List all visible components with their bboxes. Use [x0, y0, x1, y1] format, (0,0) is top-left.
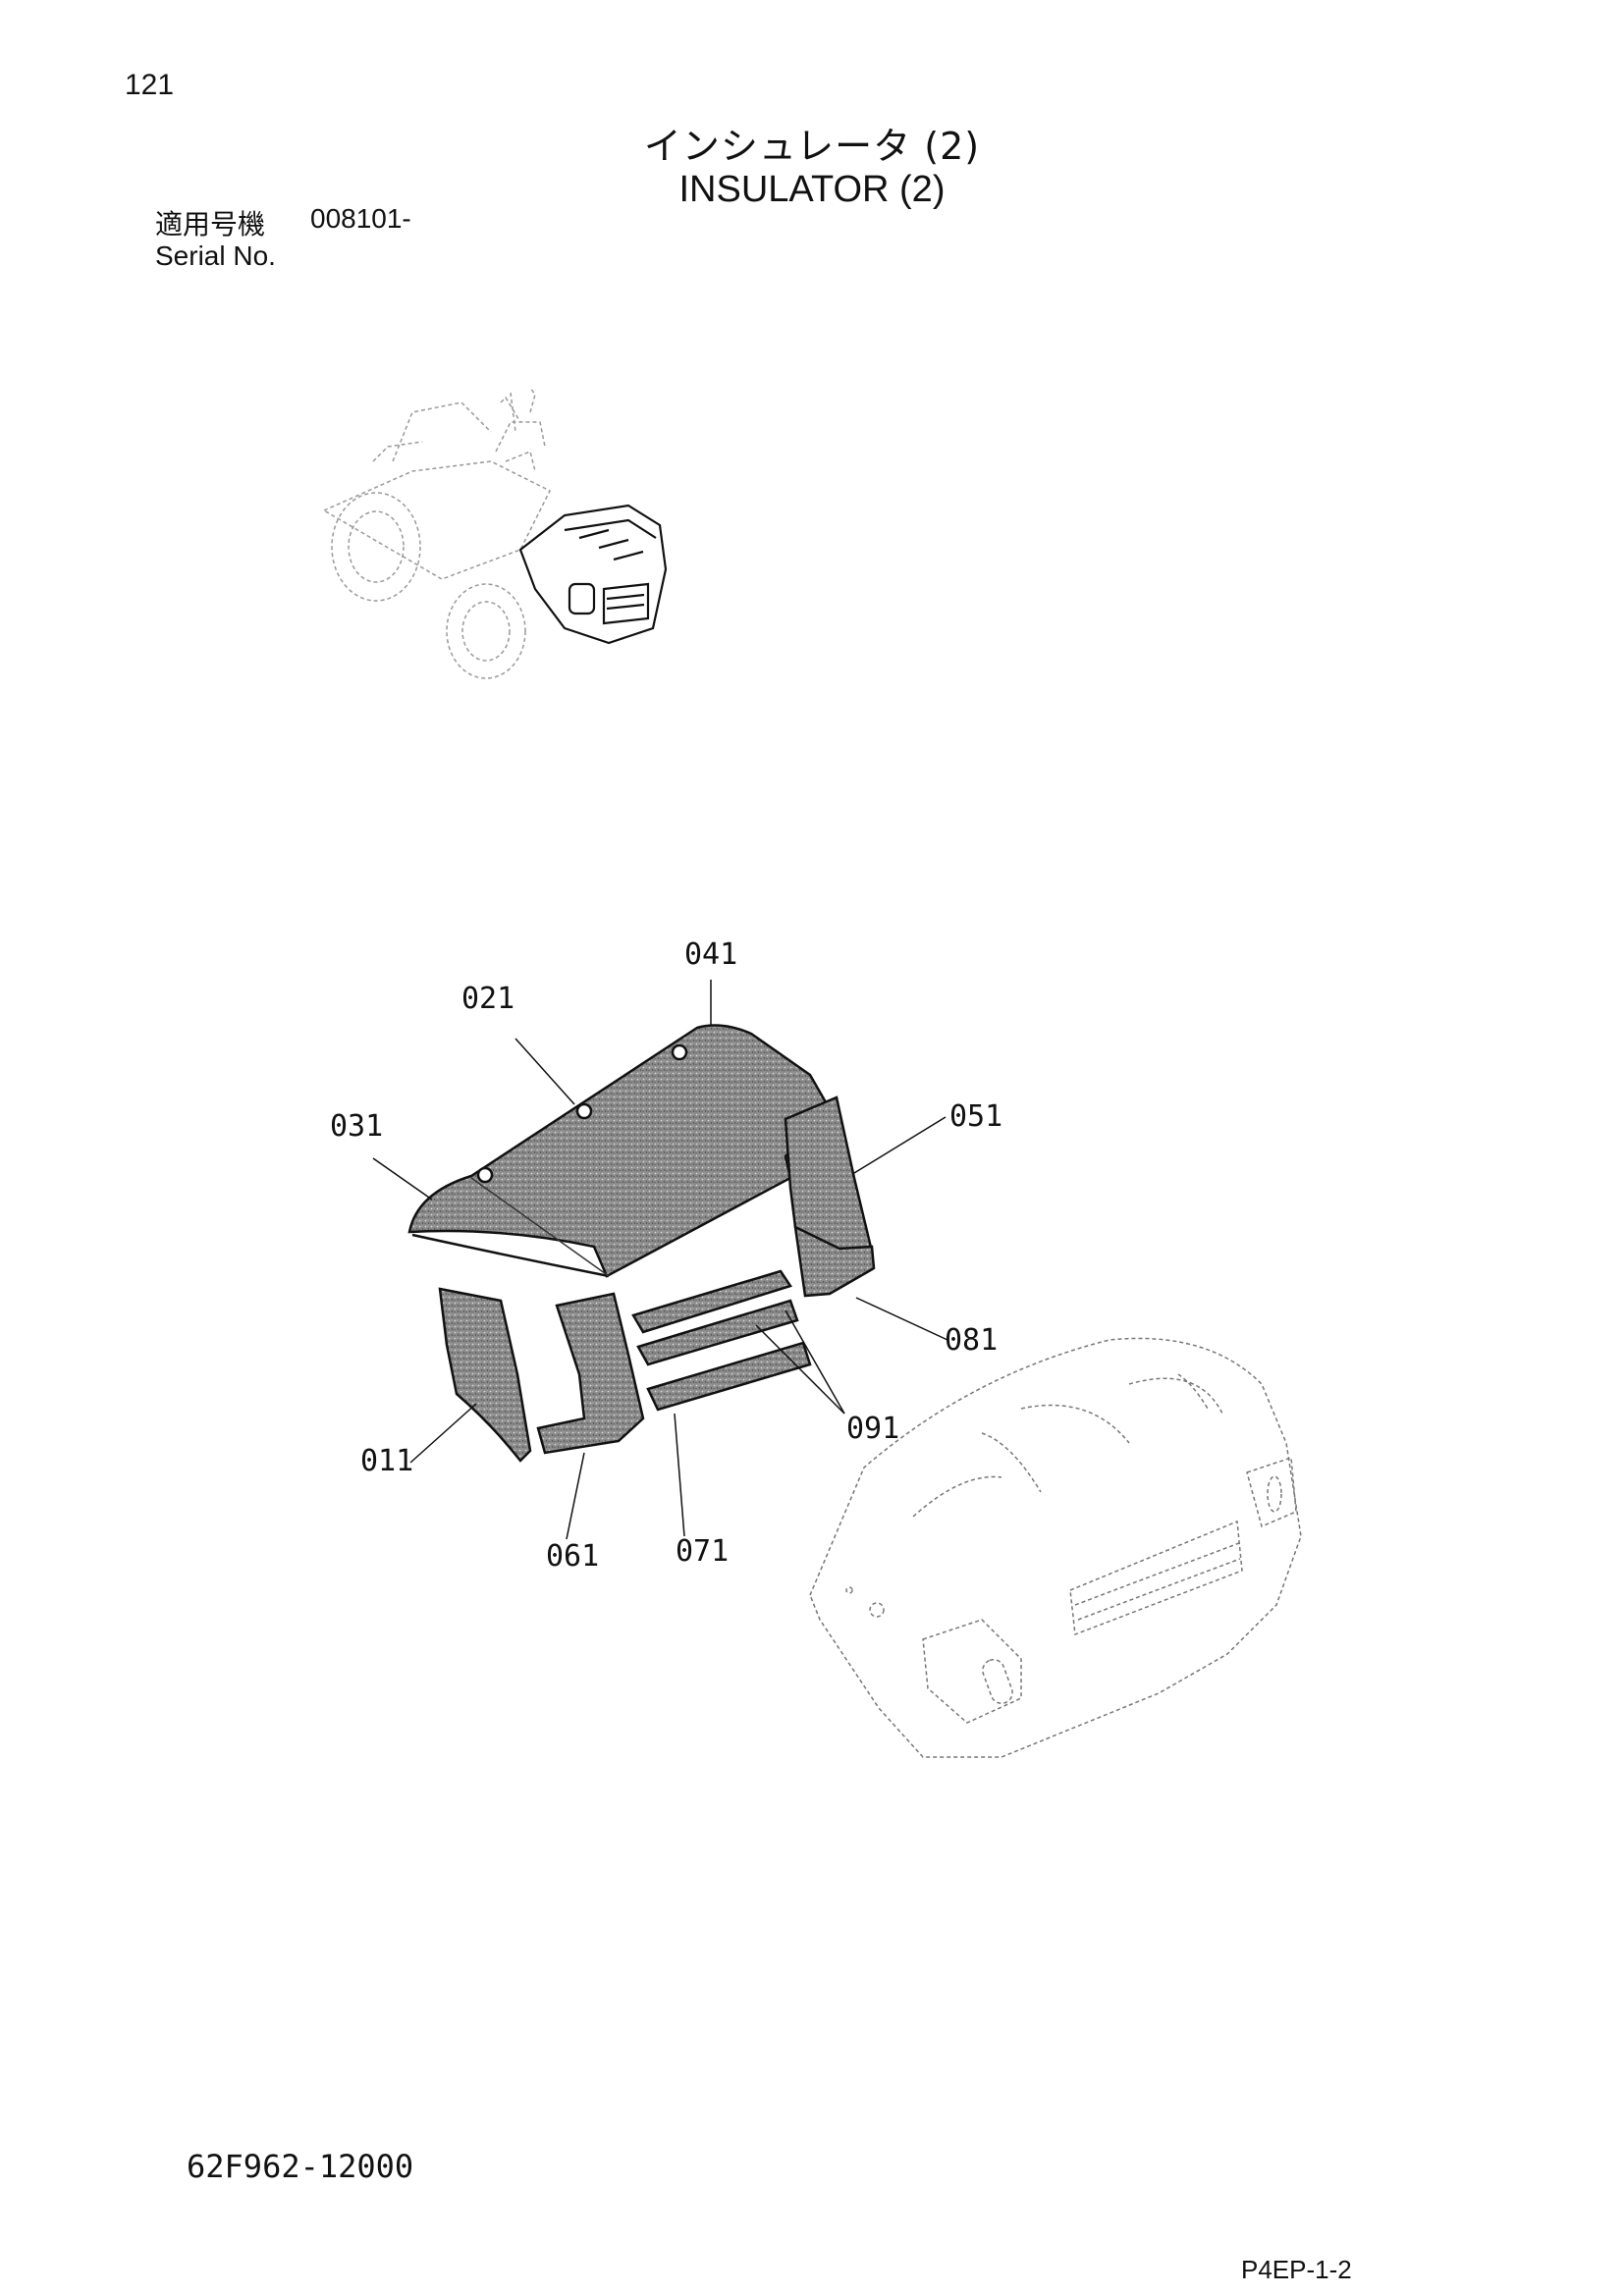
insulator-011-left [438, 1287, 532, 1463]
callout-041: 041 [684, 937, 737, 972]
callout-071: 071 [676, 1534, 729, 1569]
callout-021: 021 [461, 982, 514, 1016]
insulator-021-top [407, 1024, 832, 1278]
tractor-hood-highlight [518, 504, 668, 645]
serial-label-japanese: 適用号機 [155, 208, 266, 240]
callout-081: 081 [945, 1323, 998, 1358]
insulator-091-slat-upper [631, 1269, 792, 1334]
insulator-091-slat-middle [636, 1299, 799, 1366]
callout-061: 061 [546, 1539, 599, 1574]
part-code: 62F962-12000 [187, 2148, 414, 2185]
page-code: P4EP-1-2 [1241, 2255, 1352, 2284]
tractor-overview-illustration [322, 387, 552, 679]
hood-outline-illustration [809, 1337, 1302, 1758]
callout-031: 031 [330, 1109, 383, 1144]
serial-label-english: Serial No. [155, 240, 276, 271]
insulator-071-slat [646, 1341, 812, 1412]
page-title-english: INSULATOR (2) [678, 169, 946, 210]
callout-leaders [372, 980, 948, 1540]
serial-number-value: 008101- [310, 203, 411, 234]
callout-011: 011 [360, 1444, 413, 1478]
page-title-japanese: インシュレータ (2) [643, 125, 981, 168]
insulator-parts [407, 1024, 876, 1463]
insulator-081 [793, 1224, 876, 1298]
callout-091: 091 [846, 1412, 899, 1446]
callout-051: 051 [949, 1099, 1002, 1134]
page-number: 121 [125, 69, 175, 101]
insulator-061 [536, 1292, 645, 1455]
